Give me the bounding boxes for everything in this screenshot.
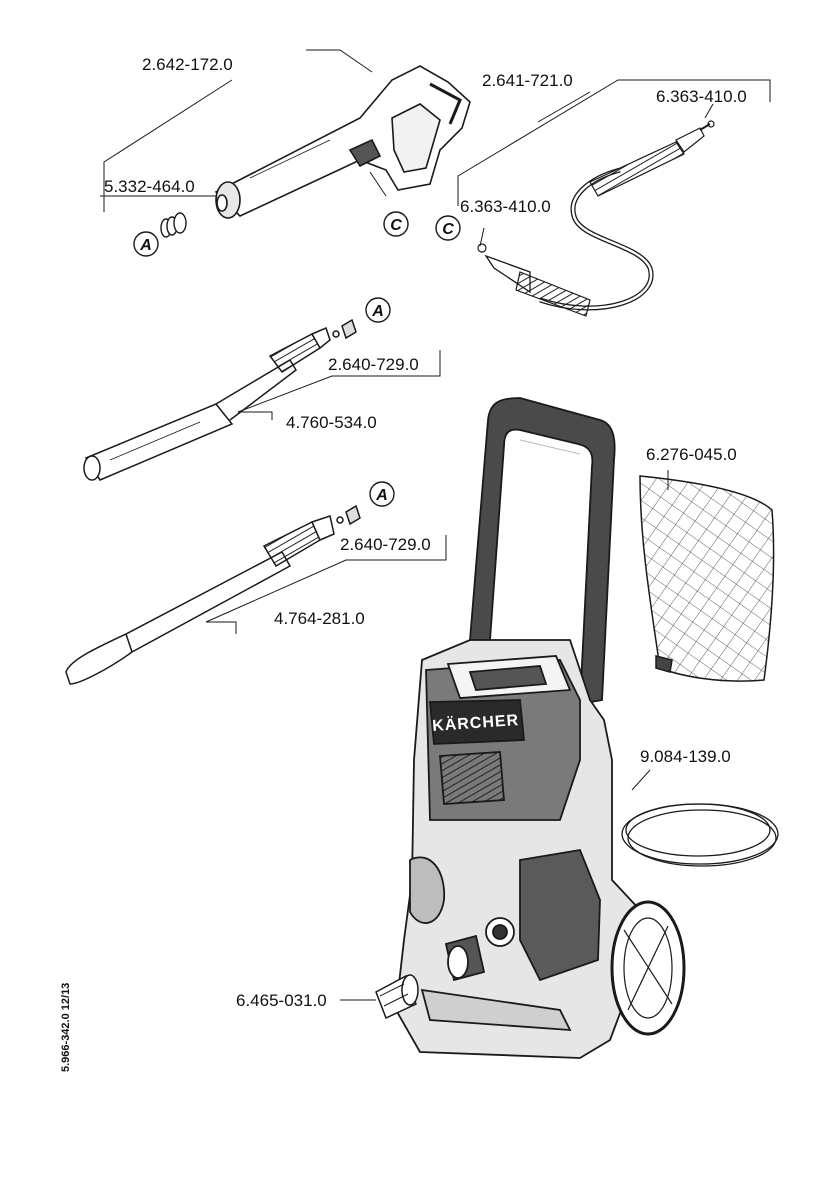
callout-c-gun: C: [384, 212, 408, 236]
suction-hose-drawing: [622, 804, 778, 866]
label-oring-top: 6.363-410.0: [656, 88, 747, 105]
label-lance-adapter-1: 2.640-729.0: [328, 356, 419, 373]
label-bag: 6.276-045.0: [646, 446, 737, 463]
bag-drawing: [640, 476, 774, 681]
label-vario-lance: 4.760-534.0: [286, 414, 377, 431]
label-trigger-gun: 2.642-172.0: [142, 56, 233, 73]
label-gun-adapter: 5.332-464.0: [104, 178, 195, 195]
callout-a-lance-2: A: [370, 482, 394, 506]
vario-lance-drawing: [84, 320, 356, 480]
label-oring-mid: 6.363-410.0: [460, 198, 551, 215]
gun-adapter-drawing: [161, 213, 186, 237]
document-number: 5.966-342.0 12/13: [60, 983, 72, 1072]
label-hose: 2.641-721.0: [482, 72, 573, 89]
label-lance-adapter-2: 2.640-729.0: [340, 536, 431, 553]
dirt-blaster-drawing: [66, 506, 360, 684]
trigger-gun-drawing: [216, 66, 470, 218]
callout-c-gun-text: C: [390, 217, 402, 234]
callout-a-gun: A: [134, 232, 158, 256]
callout-a-lance-2-text: A: [375, 487, 388, 504]
callout-a-gun-text: A: [139, 237, 152, 254]
callout-c-hose: C: [436, 216, 460, 240]
label-suction-hose: 9.084-139.0: [640, 748, 731, 765]
callout-c-hose-text: C: [442, 221, 454, 238]
label-coupling: 6.465-031.0: [236, 992, 327, 1009]
callout-a-lance-1-text: A: [371, 303, 384, 320]
callout-a-lance-1: A: [366, 298, 390, 322]
hose-drawing: [478, 121, 714, 316]
label-dirt-blaster: 4.764-281.0: [274, 610, 365, 627]
